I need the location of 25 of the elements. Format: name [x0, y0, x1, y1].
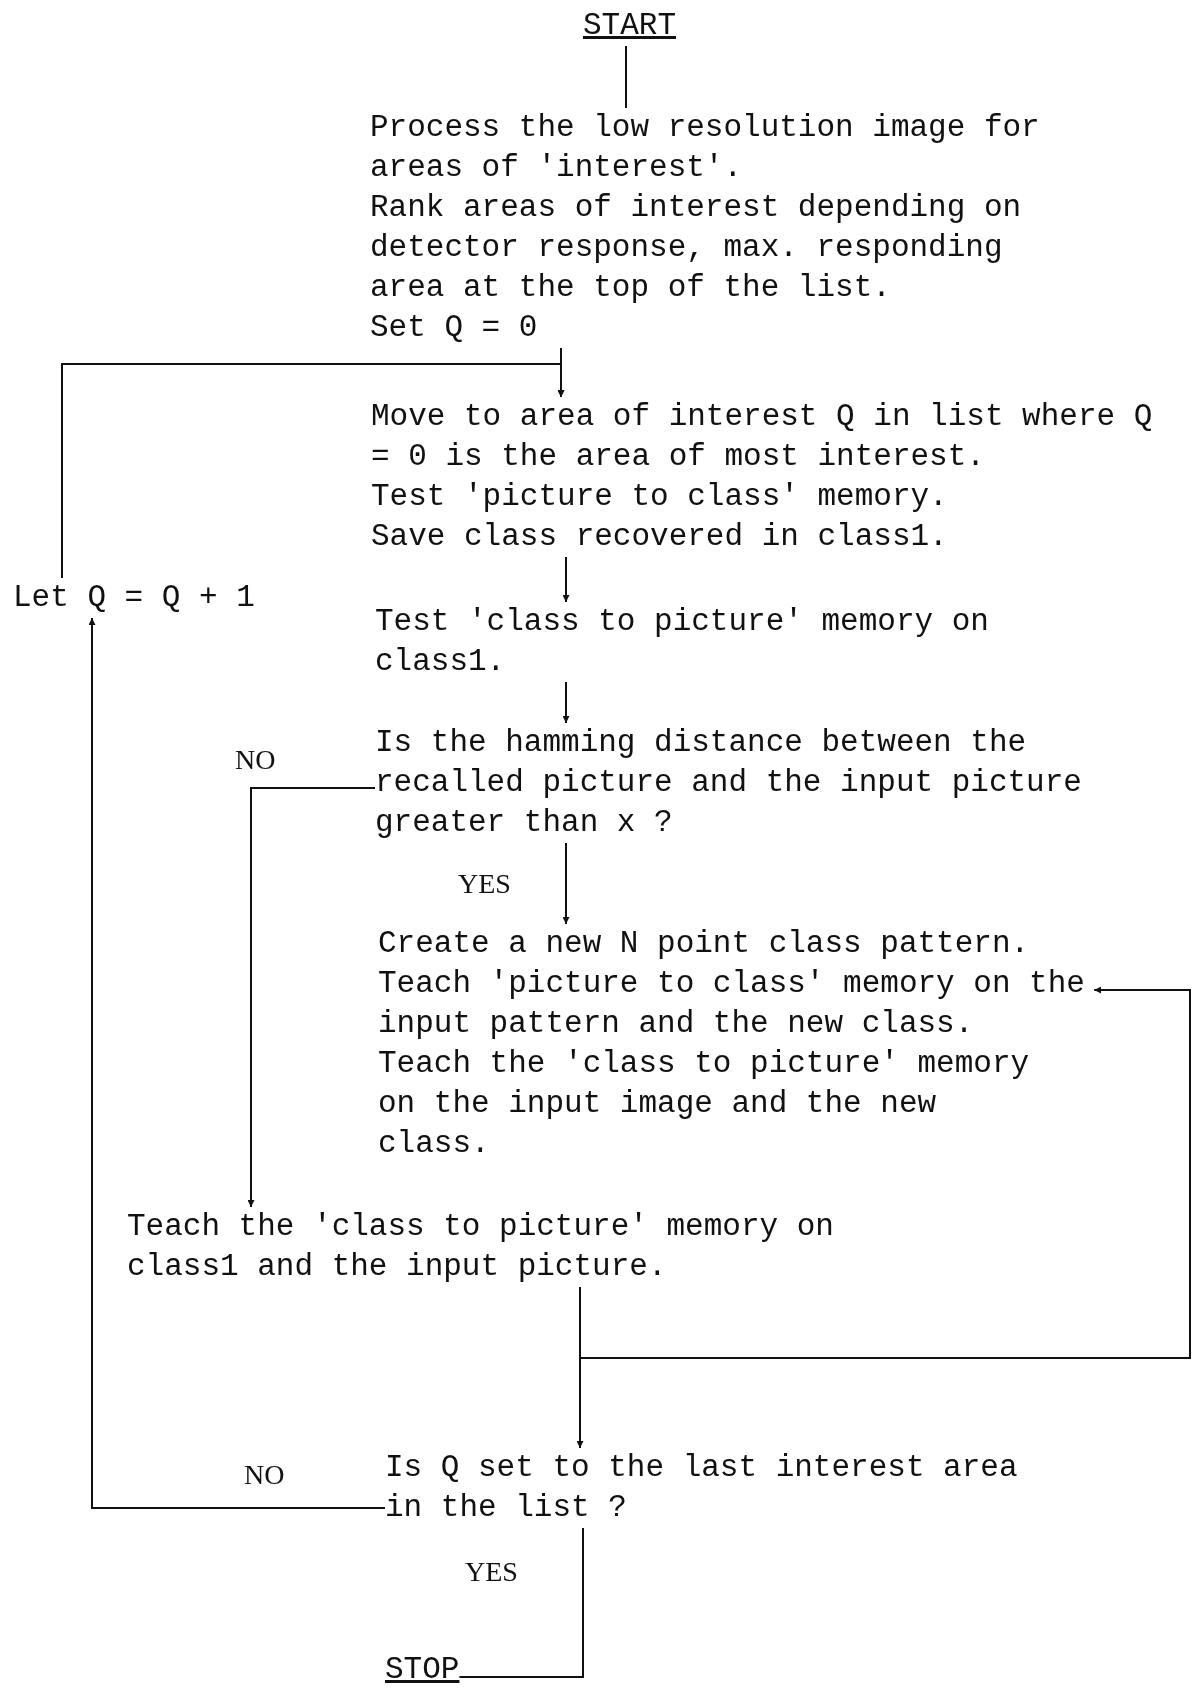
step-text: Teach the 'class to picture' memory on the input image and the new class. [378, 1045, 1031, 1163]
arrow [562, 556, 570, 603]
connector-line [625, 45, 627, 109]
arrow [579, 986, 1191, 1359]
step-text: Move to area of interest Q in list where Q = 0 is the area of most interest. [371, 398, 1154, 476]
step-text: Is the hamming distance between the recalled picture and the input picture greater than x ? [375, 724, 1083, 842]
terminal-label: START [583, 7, 676, 45]
arrow [562, 842, 570, 925]
arrow [61, 363, 565, 579]
arrow [247, 787, 376, 1208]
step-text: Test 'picture to class' memory. [371, 478, 949, 516]
arrow [562, 681, 570, 724]
step-text: Teach the 'class to picture' memory on class1 and the input picture. [127, 1208, 835, 1286]
step-text: Save class recovered in class1. [371, 518, 949, 556]
step-text: Test 'class to picture' memory on class1. [375, 603, 990, 681]
arrow [88, 617, 386, 1509]
step-text: Set Q = 0 [370, 309, 539, 347]
step-text: Is Q set to the last interest area in the list ? [385, 1449, 1019, 1527]
connector-line [458, 1527, 584, 1678]
terminal-label: STOP [385, 1651, 460, 1689]
step-text: Let Q = Q + 1 [13, 579, 255, 617]
step-text: Teach 'picture to class' memory on the input pattern and the new class. [378, 965, 1086, 1043]
step-text: Rank areas of interest depending on detector response, max. responding area at the top of the list. [370, 189, 1023, 307]
step-text: Create a new N point class pattern. [378, 925, 1031, 963]
step-text: Process the low resolution image for areas of 'interest'. [370, 109, 1041, 187]
